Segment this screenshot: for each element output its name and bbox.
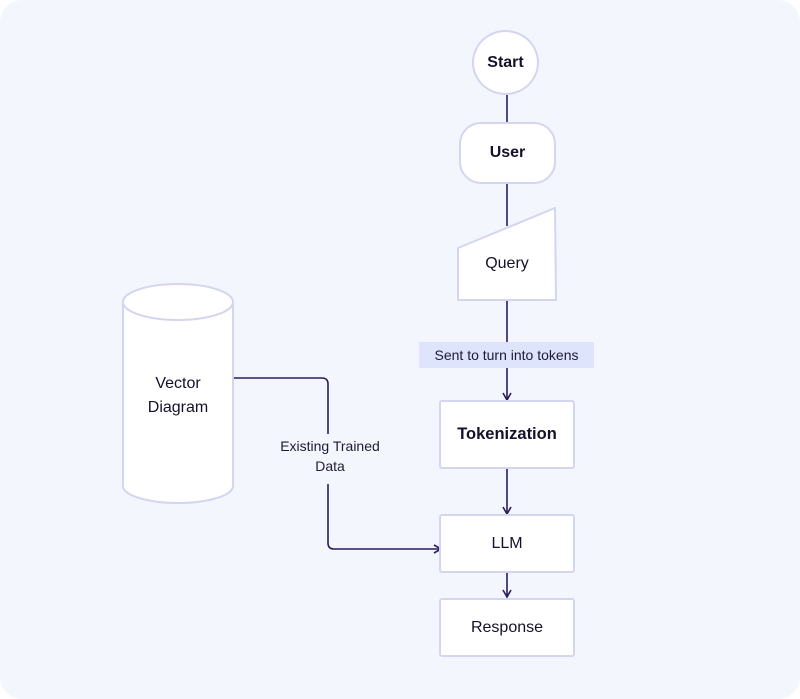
llm-node-label: LLM: [491, 534, 523, 552]
edge-vector-llm-upper: [234, 377, 329, 434]
user-node[interactable]: User: [459, 122, 556, 184]
response-node-label: Response: [470, 618, 544, 636]
user-node-label: User: [489, 144, 526, 161]
start-node-label: Start: [487, 53, 524, 71]
edge-vector-llm-lower: [327, 484, 443, 554]
tokenization-node-label: Tokenization: [457, 425, 557, 443]
edge-label-sent-to-tokens: Sent to turn into tokens: [419, 342, 594, 368]
response-node[interactable]: Response: [439, 598, 575, 657]
query-node-label: Query: [485, 255, 529, 272]
tokenization-node[interactable]: Tokenization: [439, 400, 575, 469]
vector-db-label: Vector Diagram: [147, 375, 209, 416]
llm-node[interactable]: LLM: [439, 514, 575, 573]
edge-label-existing-trained-data: Existing Trained Data: [280, 438, 380, 474]
start-node[interactable]: Start: [472, 30, 539, 95]
query-manual-input-shape[interactable]: [457, 207, 557, 301]
vector-db-cylinder[interactable]: [122, 283, 234, 504]
